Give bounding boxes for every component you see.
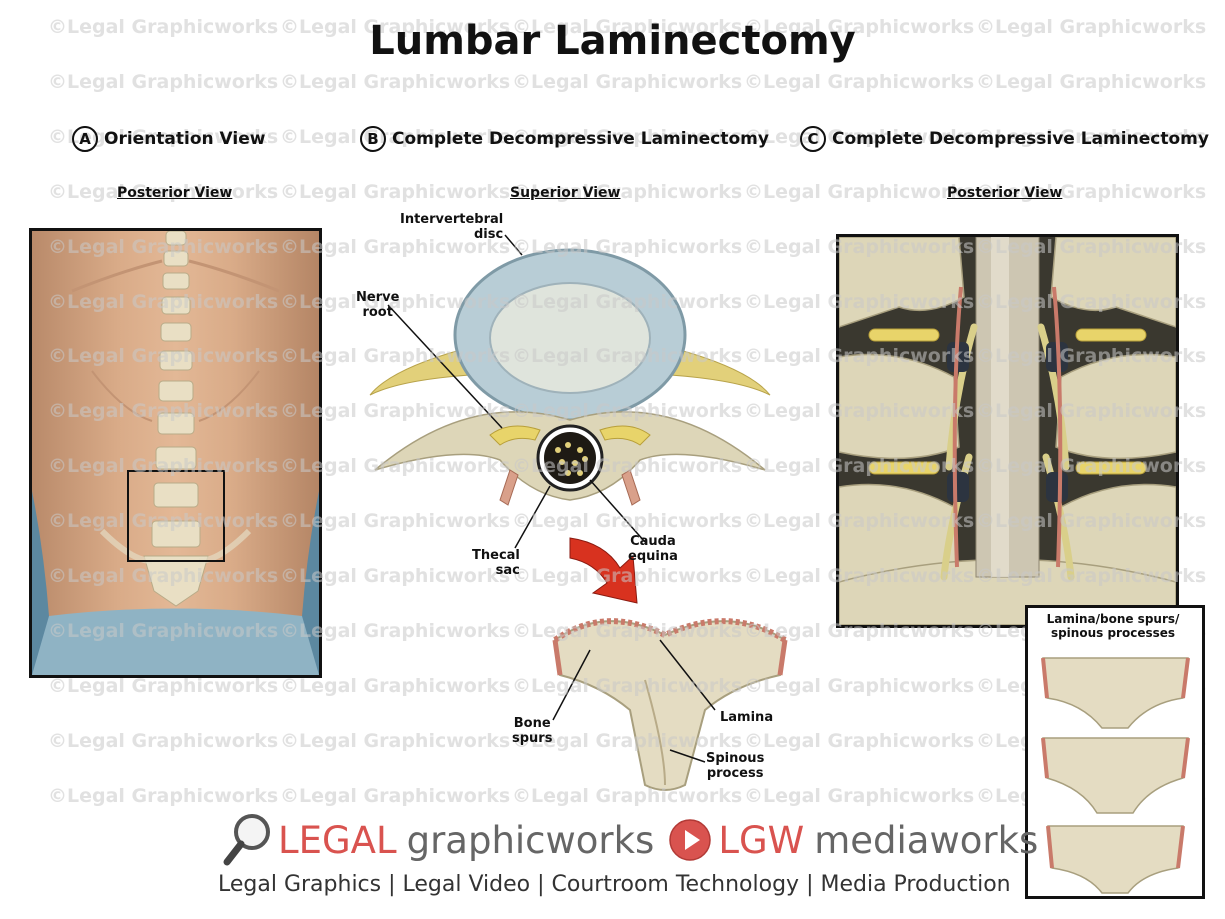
panel-c-view-label: Posterior View <box>947 185 1063 201</box>
inset-title-line-1: Lamina/bone spurs/ <box>1046 612 1180 626</box>
panel-b-view-label: Superior View <box>510 185 621 201</box>
removed-segments-illustration <box>1041 657 1190 894</box>
watermark-text: ©Legal Graphicworks <box>280 729 511 752</box>
removed-segments-inset <box>1025 605 1205 899</box>
watermark-text: ©Legal Graphicworks <box>976 70 1207 93</box>
spine-column <box>143 231 209 607</box>
watermark-text: ©Legal Graphicworks <box>744 70 975 93</box>
watermark-text: ©Legal Graphicworks <box>48 784 279 807</box>
region-highlight-box <box>127 470 225 562</box>
panel-b-letter: B <box>360 126 386 152</box>
back-illustration <box>32 231 319 675</box>
label-cauda-equina: Cauda equina <box>628 534 678 564</box>
label-line: Nerve <box>356 290 400 305</box>
label-bone-spurs: Bone spurs <box>512 716 552 746</box>
label-lamina: Lamina <box>720 710 774 725</box>
panel-a-title: Orientation View <box>104 129 266 149</box>
inset-title: Lamina/bone spurs/ spinous processes <box>1028 612 1198 640</box>
panel-b-title: Complete Decompressive Laminectomy <box>392 129 769 149</box>
panel-c-posterior-image <box>836 234 1179 628</box>
label-intervertebral-disc: Intervertebral disc <box>400 212 503 242</box>
watermark-text: ©Legal Graphicworks <box>48 674 279 697</box>
panel-c-heading: C Complete Decompressive Laminectomy <box>800 126 1209 152</box>
watermark-text: ©Legal Graphicworks <box>280 674 511 697</box>
watermark-text: ©Legal Graphicworks <box>48 729 279 752</box>
arrow-b-icon <box>569 537 638 604</box>
label-line: sac <box>495 563 520 578</box>
label-line: equina <box>628 549 678 564</box>
panel-a-back-image <box>29 228 322 678</box>
footer-legal: LEGAL <box>278 818 397 862</box>
watermark-text: ©Legal Graphicworks <box>280 784 511 807</box>
magnifier-icon <box>223 814 270 866</box>
label-line: Intervertebral <box>400 212 504 227</box>
panel-a-letter: A <box>72 126 98 152</box>
panel-a-view-label: Posterior View <box>117 185 233 201</box>
label-line: Thecal <box>472 548 520 563</box>
label-line: spurs <box>512 731 553 746</box>
watermark-text: ©Legal Graphicworks <box>280 180 511 203</box>
label-line: root <box>362 305 393 320</box>
panel-b-heading: B Complete Decompressive Laminectomy <box>360 126 769 152</box>
footer-lgw: LGW <box>718 818 805 862</box>
cauda-equina-shape <box>544 432 596 484</box>
superior-view-illustration <box>369 234 771 549</box>
footer-tagline: Legal Graphics | Legal Video | Courtroom… <box>218 872 1011 897</box>
panel-c-letter: C <box>800 126 826 152</box>
label-thecal-sac: Thecal sac <box>472 548 520 578</box>
label-line: disc <box>474 227 504 242</box>
inset-title-line-2: spinous processes <box>1050 626 1176 640</box>
panel-c-title: Complete Decompressive Laminectomy <box>832 129 1209 149</box>
page-title: Lumbar Laminectomy <box>369 18 856 64</box>
label-nerve-root: Nerve root <box>356 290 399 320</box>
watermark-text: ©Legal Graphicworks <box>744 180 975 203</box>
footer-brand: LEGAL graphicworks LGW mediaworks <box>222 812 1038 868</box>
decompressed-spine-illustration <box>839 237 1176 625</box>
label-line: Cauda <box>630 534 676 549</box>
footer-mediaworks: mediaworks <box>814 818 1039 862</box>
watermark-text: ©Legal Graphicworks <box>48 70 279 93</box>
label-line: Bone <box>513 716 551 731</box>
play-icon <box>669 819 712 861</box>
nerve-roots <box>369 349 771 396</box>
label-line: Spinous <box>706 751 765 766</box>
watermark-text: ©Legal Graphicworks <box>280 70 511 93</box>
watermark-text: ©Legal Graphicworks <box>512 70 743 93</box>
panel-a-heading: A Orientation View <box>72 126 265 152</box>
footer-graphicworks: graphicworks <box>406 818 655 862</box>
label-spinous-process: Spinous process <box>706 751 764 781</box>
removed-lamina-illustration <box>552 618 788 791</box>
label-line: process <box>706 766 764 781</box>
